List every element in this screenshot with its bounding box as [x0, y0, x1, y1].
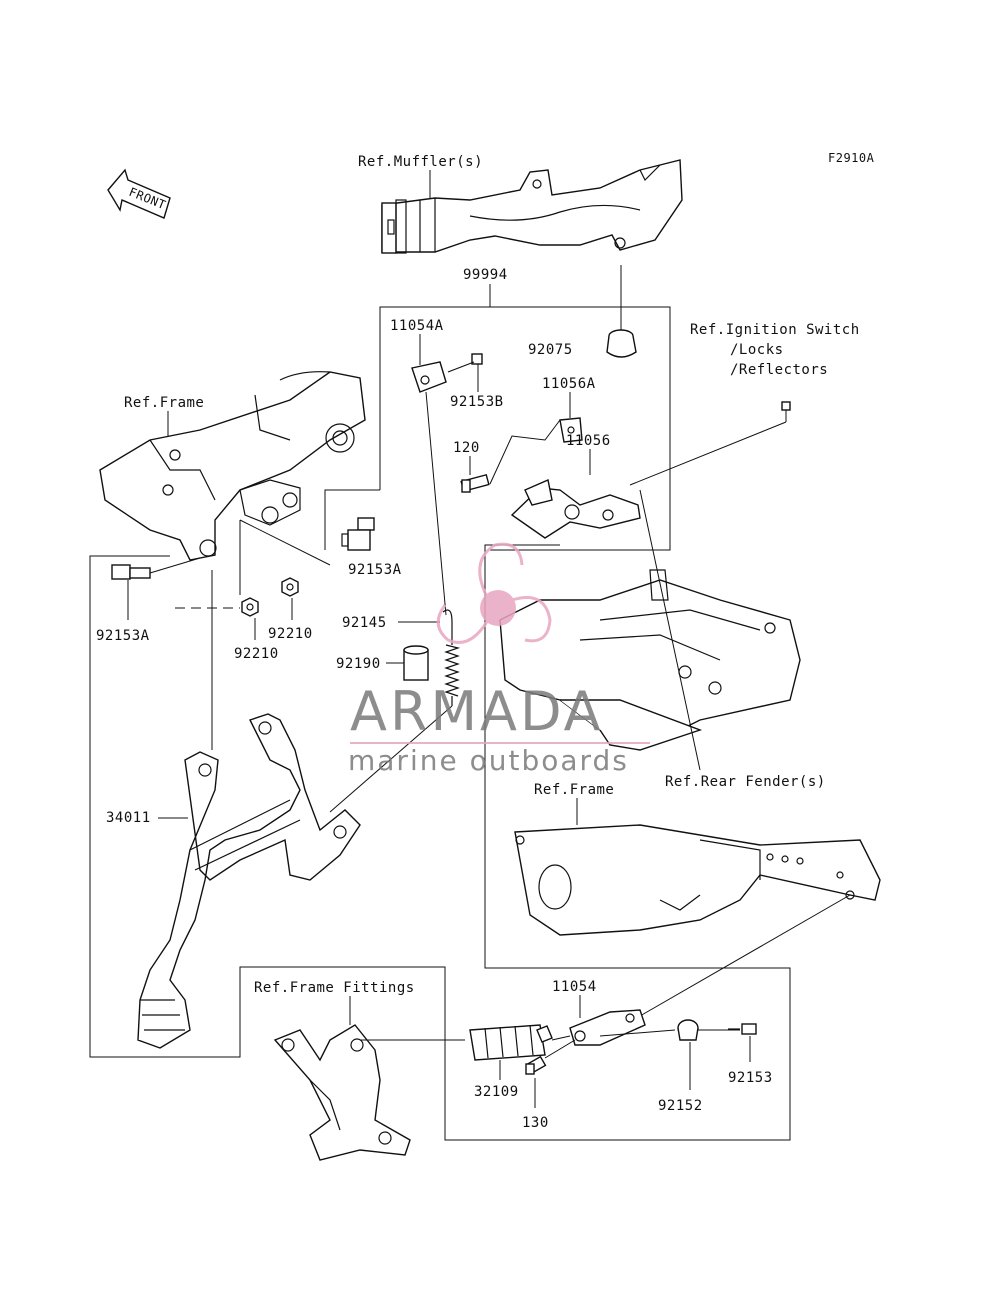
- label-99994: 99994: [463, 267, 508, 283]
- label-92153: 92153: [728, 1070, 773, 1086]
- label-11054: 11054: [552, 979, 597, 995]
- 92152-collar: [677, 1019, 699, 1041]
- label-11054A: 11054A: [390, 318, 444, 334]
- diagram-code: F2910A: [828, 151, 875, 165]
- 92153A-bolt-left: [111, 557, 201, 580]
- label-92153A-right: 92153A: [348, 562, 402, 578]
- label-92210-2: 92210: [268, 626, 313, 642]
- armada-watermark: ARMADA marine outboards: [348, 542, 650, 777]
- 11054A-part: [411, 361, 447, 393]
- 92153-bolt: [728, 1023, 757, 1035]
- label-11056: 11056: [566, 433, 611, 449]
- 130-bolt: [525, 1055, 547, 1075]
- 92153A-bolt-right: [341, 517, 375, 551]
- 11056A-part: [559, 417, 583, 443]
- label-92210-1: 92210: [234, 646, 279, 662]
- 92210-nut-2: [281, 577, 299, 597]
- watermark-brand: ARMADA: [350, 680, 604, 743]
- label-92075: 92075: [528, 342, 573, 358]
- 92210-nut-1: [241, 597, 259, 617]
- label-120: 120: [453, 440, 480, 456]
- 120-bolt: [460, 473, 490, 493]
- label-34011: 34011: [106, 810, 151, 826]
- propeller-logo-icon: [436, 542, 552, 644]
- label-92152: 92152: [658, 1098, 703, 1114]
- label-92145: 92145: [342, 615, 387, 631]
- 11054-bracket: [569, 1009, 646, 1046]
- ref-frame-fittings: Ref.Frame Fittings: [254, 980, 415, 996]
- ref-rear-fender: Ref.Rear Fender(s): [665, 774, 826, 790]
- label-11056A: 11056A: [542, 376, 596, 392]
- label-32109: 32109: [474, 1084, 519, 1100]
- ignition-bolt: [781, 401, 791, 422]
- ref-ignition-1: Ref.Ignition Switch: [690, 322, 860, 338]
- 34011-main-stand: [137, 713, 361, 1049]
- 92153B-bolt: [447, 353, 483, 373]
- ref-frame-top: Ref.Frame: [124, 395, 204, 411]
- ref-frame-mid: Ref.Frame: [534, 782, 614, 798]
- 92145-spring: [442, 609, 461, 706]
- ref-ignition-2: /Locks: [730, 342, 784, 358]
- label-92153B: 92153B: [450, 394, 504, 410]
- frame-top-part: [99, 371, 366, 561]
- label-92190: 92190: [336, 656, 381, 672]
- ref-muffler: Ref.Muffler(s): [358, 154, 483, 170]
- rear-fender-part: [499, 569, 801, 751]
- 92075-part: [606, 329, 637, 358]
- 11056-part: [510, 479, 641, 539]
- 92190-collar: [403, 645, 429, 681]
- frame-mid-part: [514, 824, 881, 936]
- frame-fittings-part: [273, 1024, 411, 1161]
- 32109-footpeg: [469, 1024, 553, 1061]
- front-arrow-icon: FRONT: [107, 168, 171, 219]
- label-92153A-left: 92153A: [96, 628, 150, 644]
- ref-ignition-3: /Reflectors: [730, 362, 828, 378]
- watermark-tagline: marine outboards: [348, 744, 629, 777]
- muffler-part: [381, 159, 683, 254]
- label-130: 130: [522, 1115, 549, 1131]
